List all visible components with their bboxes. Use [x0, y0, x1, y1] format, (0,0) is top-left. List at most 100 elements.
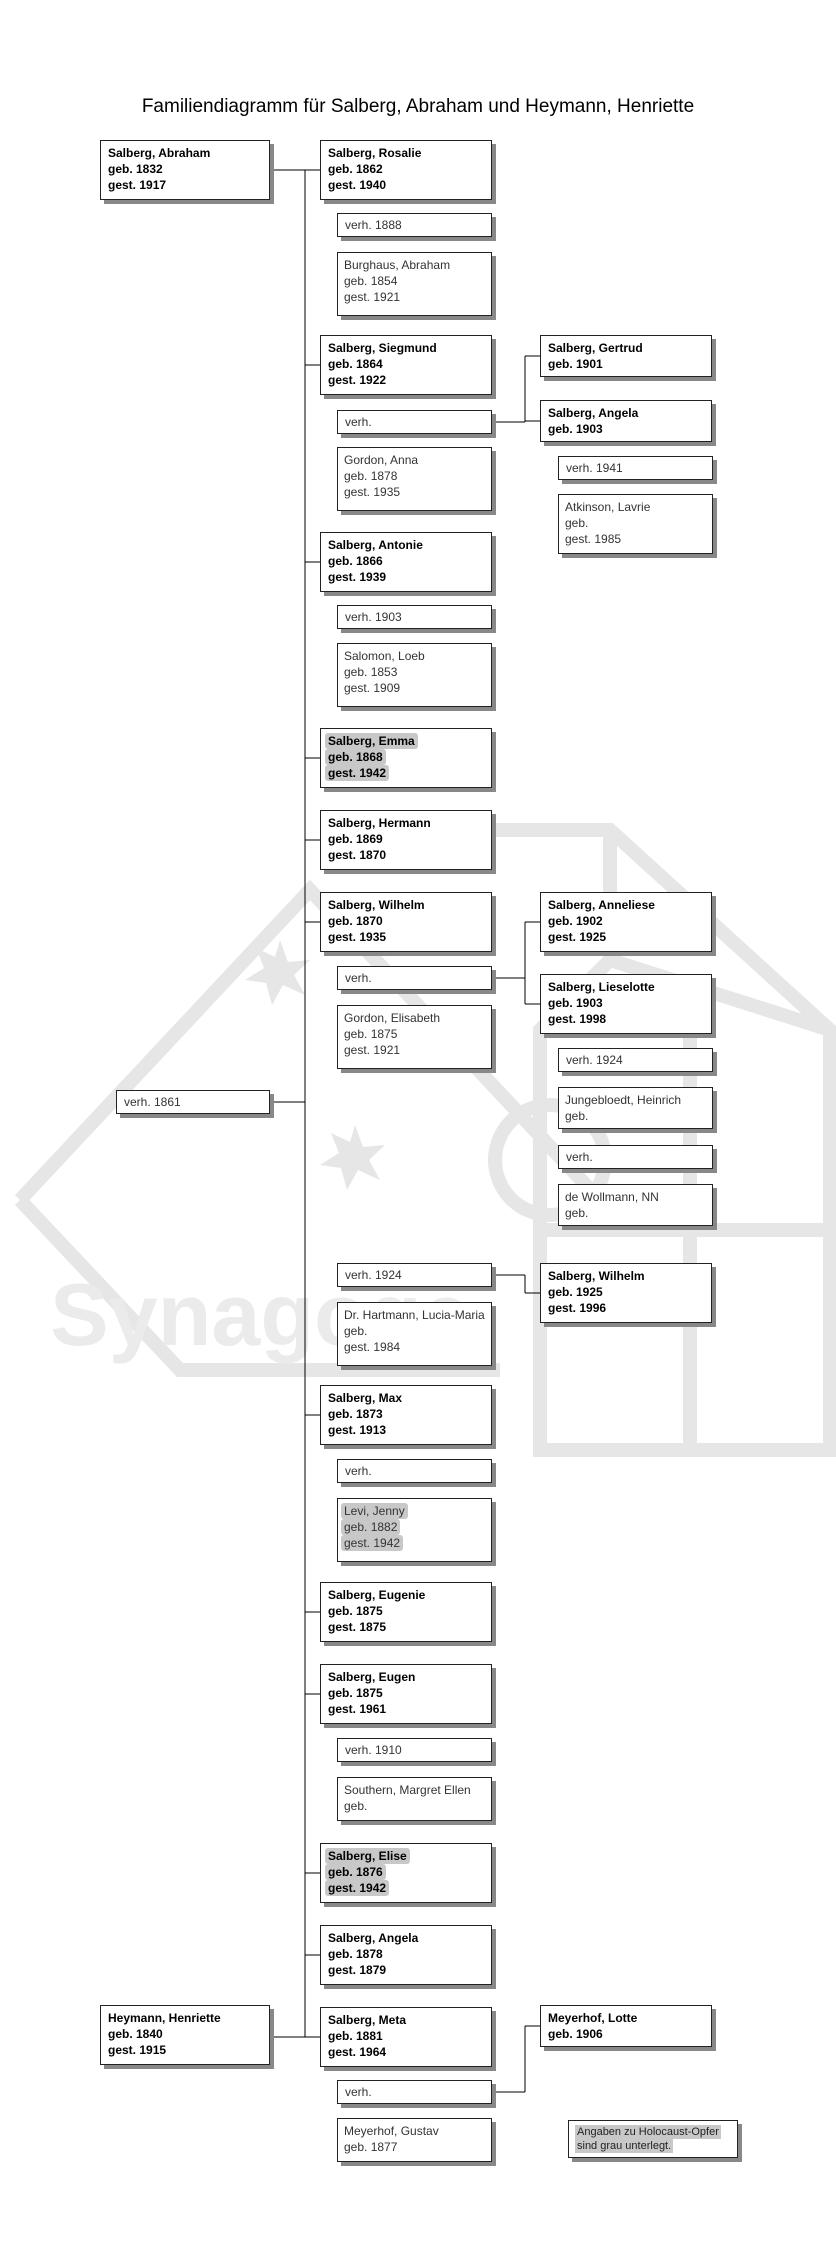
grandchild-box-line: geb. 1902: [548, 914, 603, 928]
grandchild-box-line: Salberg, Lieselotte: [548, 980, 655, 994]
marriage-box: verh. 1888: [337, 213, 492, 237]
spouse-box-line: gest. 1942: [341, 1535, 404, 1551]
child-box-line: gest. 1942: [325, 1880, 390, 1896]
spouse-box-line: de Wollmann, NN: [565, 1190, 659, 1204]
spouse-box-line: geb.: [565, 516, 589, 530]
marriage-box-line: verh.: [566, 1150, 593, 1164]
child-box-line: Salberg, Max: [328, 1391, 403, 1405]
spouse-box-line: geb. 1878: [344, 469, 398, 483]
marriage-box-line: verh. 1924: [345, 1268, 402, 1282]
marriage-box-line: verh. 1941: [566, 461, 623, 475]
marriage-box-line: verh.: [345, 971, 372, 985]
child-box-line: Salberg, Elise: [325, 1848, 410, 1864]
spouse-box-line: Salomon, Loeb: [344, 649, 425, 663]
marriage-box: verh.: [337, 1459, 492, 1483]
child-box-line: geb. 1876: [325, 1864, 386, 1880]
marriage-box-line: verh. 1910: [345, 1743, 402, 1757]
father-box-line: geb. 1832: [108, 162, 163, 176]
mother-box: Heymann, Henriette geb. 1840 gest. 1915: [100, 2005, 270, 2065]
spouse-box-line: geb.: [565, 1206, 589, 1220]
child-box-line: geb. 1881: [328, 2029, 383, 2043]
child-box-line: gest. 1875: [328, 1620, 387, 1634]
marriage-box: verh.: [337, 2080, 492, 2104]
child-box-line: gest. 1939: [328, 570, 387, 584]
marriage-box: verh. 1924: [558, 1048, 713, 1072]
marriage-box-line: verh. 1903: [345, 610, 402, 624]
grandchild-box-line: geb. 1903: [548, 996, 603, 1010]
spouse-box-line: geb.: [565, 1109, 589, 1123]
page-title: Familiendiagramm für Salberg, Abraham un…: [141, 96, 695, 117]
parents-marriage-box-line: verh. 1861: [124, 1095, 181, 1109]
child-box-line: gest. 1922: [328, 373, 387, 387]
child-box-line: Salberg, Meta: [328, 2013, 407, 2027]
child-box-line: geb. 1868: [325, 749, 386, 765]
mother-box-line: gest. 1915: [108, 2043, 167, 2057]
child-box: Salberg, Max geb. 1873 gest. 1913: [320, 1385, 492, 1445]
spouse-box-line: Burghaus, Abraham: [344, 258, 451, 272]
child-box-line: geb. 1869: [328, 832, 383, 846]
marriage-box: verh. 1924: [337, 1263, 492, 1287]
grandchild-box-line: Salberg, Wilhelm: [548, 1269, 645, 1283]
grandchild-box-line: Meyerhof, Lotte: [548, 2011, 638, 2025]
child-box: Salberg, Siegmund geb. 1864 gest. 1922: [320, 335, 492, 395]
child-box-line: geb. 1862: [328, 162, 383, 176]
spouse-box-line: Southern, Margret Ellen: [344, 1783, 471, 1797]
child-box-line: Salberg, Emma: [325, 733, 418, 749]
child-box-line: Salberg, Wilhelm: [328, 898, 425, 912]
spouse-box-line: Levi, Jenny: [341, 1503, 408, 1519]
mother-box-line: Heymann, Henriette: [108, 2011, 221, 2025]
child-box-line: gest. 1879: [328, 1963, 387, 1977]
marriage-box: verh.: [337, 410, 492, 434]
spouse-box-line: gest. 1935: [344, 485, 401, 499]
grandchild-box-line: Salberg, Anneliese: [548, 898, 655, 912]
spouse-box-line: geb. 1875: [344, 1027, 398, 1041]
spouse-box-line: geb. 1853: [344, 665, 398, 679]
child-box-line: gest. 1935: [328, 930, 387, 944]
grandchild-box-line: gest. 1996: [548, 1301, 607, 1315]
legend-line-2: sind grau unterlegt.: [575, 2139, 674, 2153]
child-box-line: Salberg, Hermann: [328, 816, 431, 830]
spouse-box-line: gest. 1985: [565, 532, 622, 546]
grandchild-box-line: Salberg, Angela: [548, 406, 639, 420]
child-box-line: gest. 1942: [325, 765, 390, 781]
marriage-box-line: verh.: [345, 415, 372, 429]
spouse-box-line: gest. 1921: [344, 290, 401, 304]
spouse-box: de Wollmann, NN geb.: [558, 1184, 713, 1226]
child-box-line: Salberg, Eugenie: [328, 1588, 426, 1602]
spouse-box-line: Meyerhof, Gustav: [344, 2124, 439, 2138]
watermark-stars: [245, 940, 385, 1190]
child-box-line: gest. 1913: [328, 1423, 387, 1437]
child-box-line: geb. 1873: [328, 1407, 383, 1421]
grandchild-box-line: gest. 1998: [548, 1012, 607, 1026]
mother-box-line: geb. 1840: [108, 2027, 163, 2041]
spouse-box-line: Atkinson, Lavrie: [565, 500, 651, 514]
marriage-box: verh.: [337, 966, 492, 990]
child-box-line: gest. 1964: [328, 2045, 387, 2059]
child-box-line: Salberg, Siegmund: [328, 341, 437, 355]
child-box-line: Salberg, Antonie: [328, 538, 423, 552]
child-box-line: geb. 1864: [328, 357, 383, 371]
grandchild-box: Salberg, Lieselotte geb. 1903 gest. 1998: [540, 974, 712, 1034]
child-box-line: geb. 1866: [328, 554, 383, 568]
child-box-line: gest. 1961: [328, 1702, 387, 1716]
grandchild-box-line: Salberg, Gertrud: [548, 341, 643, 355]
child-box-line: gest. 1870: [328, 848, 387, 862]
marriage-box-line: verh.: [345, 2085, 372, 2099]
parents-marriage-box: verh. 1861: [116, 1090, 270, 1114]
